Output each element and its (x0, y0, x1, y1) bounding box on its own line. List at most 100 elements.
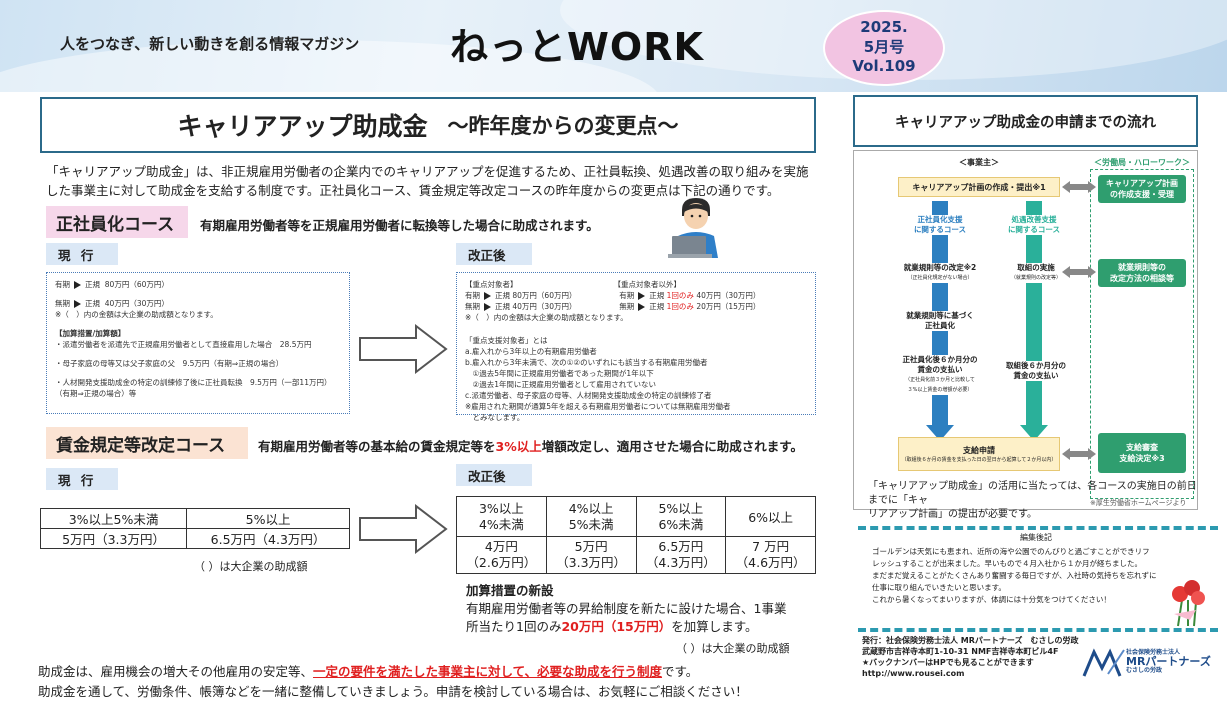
current-rate-row: 無期正規 40万円（30万円） (55, 299, 169, 308)
flow-diagram: ＜事業主＞ ＜労働局・ハローワーク＞ キャリアアップ計画の作成・提出※1 キャリ… (853, 150, 1198, 510)
priority-definition: c.派遣労働者、母子家庭の母等、人材開発支援助成金の特定の訓練修了者 (465, 391, 712, 400)
article-subtitle: ～昨年度からの変更点～ (447, 114, 679, 138)
priority-definition: a.雇入れから3年以上の有期雇用労働者 (465, 347, 597, 356)
priority-definition: ①過去5年間に正規雇用労働者であった期間が1年以下 (465, 369, 654, 378)
seishain-revised-box: 【重点対象者】【重点対象者以外】 有期正規 80万円（60万円） 有期正規 1回… (456, 272, 816, 422)
masthead: 人をつなぎ、新しい動きを創る情報マガジン ねっとWORK 2025. 5月号 V… (0, 0, 1227, 92)
current-note: ※（ ）内の金額は大企業の助成額となります。 (55, 310, 218, 319)
priority-definition: 「重点支援対象者」とは (465, 336, 548, 345)
publisher-info: 発行：社会保険労務士法人 MRパートナーズ むさしの労政 武蔵野市吉祥寺本町1-… (862, 636, 1079, 678)
closing-text: 助成金は、雇用機会の増大その他雇用の安定等、一定の要件を満たした事業主に対して、… (38, 662, 838, 702)
bonus-item: ・人材開発支援助成金の特定の訓練修了後に正社員転換 9.5万円（一部11万円） (55, 378, 332, 387)
revised-tag: 改正後 (456, 464, 532, 486)
right-wage-payment-step: 取組後６か月分の賃金の支払い (988, 361, 1084, 381)
table-cell: 4万円（2.6万円） (456, 536, 547, 574)
flow-title-box: キャリアアップ助成金の申請までの流れ (853, 95, 1198, 147)
current-rate-row: 有期正規 80万円（60万円） (55, 280, 169, 289)
table-cell: 5万円（3.3万円） (545, 536, 637, 574)
carnation-icon (1172, 580, 1205, 627)
wage-course-heading: 賃金規定等改定コース (46, 427, 248, 459)
intro-line: 「キャリアアップ助成金」は、非正規雇用労働者の企業内でのキャリアアップを促進する… (46, 164, 809, 179)
plan-submission-box: キャリアアップ計画の作成・提出※1 (898, 177, 1060, 197)
bonus-item: ・派遣労働者を派遣先で正規雇用労働者として直接雇用した場合 28.5万円 (55, 340, 312, 349)
conversion-step: 就業規則等に基づく正社員化 (890, 311, 990, 331)
priority-definition: とみなします。 (465, 413, 525, 422)
seishain-support-label: 正社員化支援に関するコース (892, 215, 988, 235)
large-company-note: （ ）は大企業の助成額 (676, 642, 790, 655)
current-tag: 現 行 (46, 243, 118, 265)
new-bonus-line: 所当たり1回のみ20万円（15万円）を加算します。 (466, 619, 758, 634)
table-header-cell: 3%以上5%未満 (39, 508, 188, 529)
labor-consult-box: 就業規則等の改定方法の相談等 (1098, 259, 1186, 287)
labor-plan-support-box: キャリアアップ計画の作成支援・受理 (1098, 175, 1186, 203)
issue-month: 5月号 (863, 38, 905, 56)
bonus-item: （有期⇒正規の場合）等 (55, 389, 137, 398)
application-box: 支給申請（取組後６か月の賃金を支払った日の翌日から起算して２か月以内） (898, 437, 1060, 471)
person-laptop-icon (668, 198, 718, 258)
wage-current-table: 3%以上5%未満 5%以上 5万円（3.3万円） 6.5万円（4.3万円） (39, 508, 350, 549)
intro-line: した事業主に対して助成金を支給する制度です。正社員化コース、賃金規定等改定コース… (46, 183, 780, 198)
wage-course-desc: 有期雇用労働者等の基本給の賃金規定等を3%以上増額改定し、適用させた場合に助成さ… (258, 439, 804, 454)
right-arrow-icon (359, 324, 448, 374)
issue-badge: 2025. 5月号 Vol.109 (823, 10, 945, 86)
issue-year: 2025. (860, 18, 908, 36)
new-bonus-line: 有期雇用労働者等の昇給制度を新たに設けた場合、1事業 (466, 601, 787, 616)
review-decision-box: 支給審査支給決定※3 (1098, 433, 1186, 473)
new-bonus-title: 加算措置の新設 (466, 583, 554, 598)
right-flow-arrow (1020, 201, 1048, 441)
firm-name: 社会保険労務士法人 MRパートナーズ むさしの労政 (1126, 649, 1211, 674)
flow-title: キャリアアップ助成金の申請までの流れ (895, 114, 1156, 131)
right-arrow-icon (359, 504, 448, 554)
initiative-step: 取組の実施（就業規則の改定等） (988, 263, 1084, 283)
bonus-item: ・母子家庭の母等又は父子家庭の父 9.5万円（有期⇒正規の場合） (55, 359, 284, 368)
employer-column-label: ＜事業主＞ (959, 158, 999, 167)
flow-note: 「キャリアアップ助成金」の活用に当たっては、各コースの実施日の前日までに「キャリ… (868, 481, 1197, 520)
seishain-course-heading: 正社員化コース (46, 206, 188, 238)
priority-definition: b.雇入れから3年未満で、次の①②のいずれにも該当する有期雇用労働者 (465, 358, 708, 367)
seishain-course-desc: 有期雇用労働者等を正規雇用労働者に転換等した場合に助成されます。 (200, 218, 599, 233)
revised-rate-row: 無期正規 40万円（30万円） 無期正規 1回のみ 20万円（15万円） (465, 302, 761, 311)
priority-definition: ②過去1年間に正規雇用労働者として雇用されていない (465, 380, 657, 389)
table-cell: 5万円（3.3万円） (39, 528, 188, 549)
table-header-cell: 6%以上 (725, 496, 816, 537)
new-bonus-block: 加算措置の新設 有期雇用労働者等の昇給制度を新たに設けた場合、1事業 所当たり1… (466, 582, 786, 636)
seishain-current-box: 有期正規 80万円（60万円） 無期正規 40万円（30万円） ※（ ）内の金額… (46, 272, 350, 414)
labor-column-label: ＜労働局・ハローワーク＞ (1094, 158, 1190, 167)
treatment-support-label: 処遇改善支援に関するコース (986, 215, 1082, 235)
double-arrow-icon (1062, 181, 1096, 193)
flow-source: ※厚生労働省ホームページより (1090, 499, 1187, 507)
article-intro: 「キャリアアップ助成金」は、非正規雇用労働者の企業内でのキャリアアップを促進する… (46, 162, 816, 200)
magazine-tagline: 人をつなぎ、新しい動きを創る情報マガジン (60, 35, 360, 53)
revised-note: ※（ ）内の金額は大企業の助成額となります。 (465, 313, 628, 322)
closing-line: 助成金を通して、労働条件、帳簿などを一緒に整備していきましょう。申請を検討してい… (38, 684, 748, 699)
rules-revision-step: 就業規則等の改定※2（正社員化規定がない場合） (890, 263, 990, 283)
closing-line: 助成金は、雇用機会の増大その他雇用の安定等、一定の要件を満たした事業主に対して、… (38, 664, 699, 679)
editor-note: 編集後記 ゴールデンは天気にも恵まれ、近所の海や公園でのんびりと過ごすことができ… (858, 526, 1218, 632)
double-arrow-icon (1062, 266, 1096, 278)
current-tag: 現 行 (46, 468, 118, 490)
priority-definition: ※雇用された期間が通算5年を超える有期雇用労働者については無期雇用労働者 (465, 402, 731, 411)
revised-tag: 改正後 (456, 243, 532, 265)
labor-column-frame (1090, 169, 1194, 499)
editor-note-body: ゴールデンは天気にも恵まれ、近所の海や公園でのんびりと過ごすことができリフ レッ… (872, 547, 1157, 604)
revised-rate-row: 有期正規 80万円（60万円） 有期正規 1回のみ 40万円（30万円） (465, 291, 761, 300)
issue-volume: Vol.109 (852, 57, 916, 75)
bonus-heading: 【加算措置/加算額】 (55, 329, 126, 338)
mr-partners-logo (1082, 648, 1125, 677)
article-title: キャリアアップ助成金 (177, 112, 428, 141)
table-cell: 6.5万円（4.3万円） (635, 536, 727, 574)
magazine-name: ねっとWORK (450, 25, 704, 69)
revised-heading-row: 【重点対象者】【重点対象者以外】 (465, 280, 681, 289)
table-cell: 7 万円（4.6万円） (725, 536, 816, 574)
table-cell: 6.5万円（4.3万円） (186, 528, 350, 549)
double-arrow-icon (1062, 448, 1096, 460)
editor-note-title: 編集後記 (1020, 533, 1052, 542)
article-title-box: キャリアアップ助成金 ～昨年度からの変更点～ (40, 97, 816, 153)
large-company-note: （ ）は大企業の助成額 (194, 560, 308, 573)
table-header-cell: 5%以上 (186, 508, 350, 529)
